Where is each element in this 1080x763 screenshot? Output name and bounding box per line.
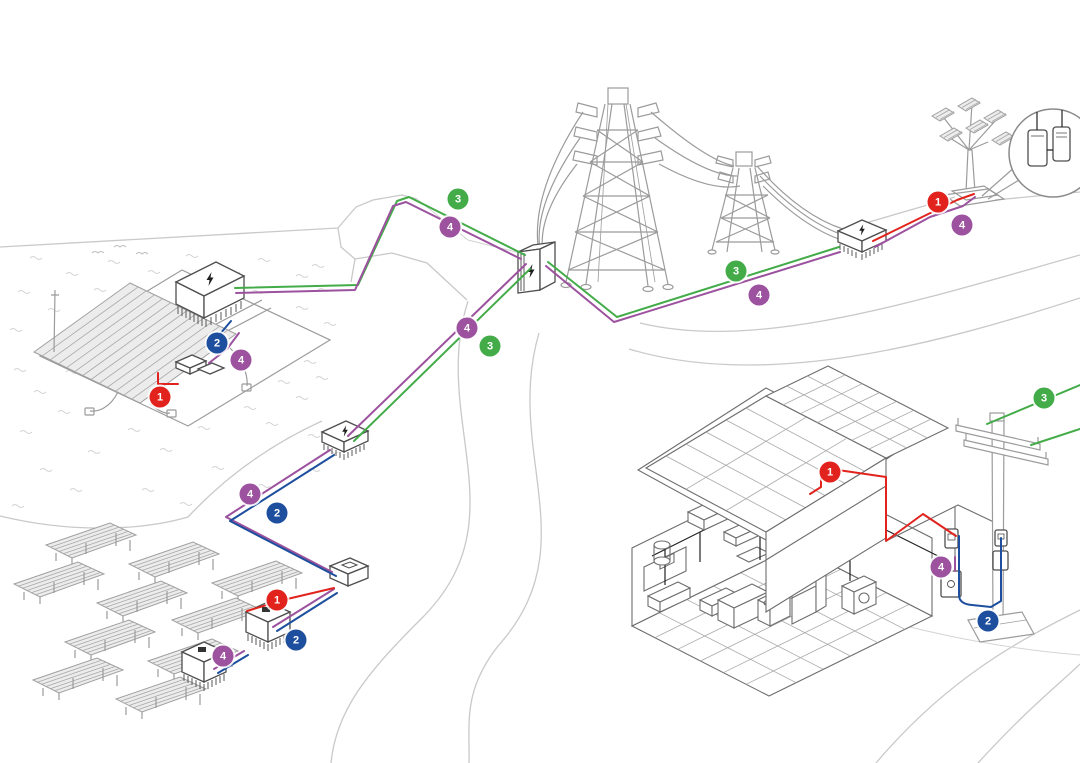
transmission-tower-large xyxy=(560,87,674,293)
water-squiggle xyxy=(147,270,161,274)
water-squiggle xyxy=(19,430,33,434)
water-squiggle xyxy=(277,380,291,384)
water-squiggle xyxy=(33,390,47,394)
badge-1-red: 1 xyxy=(927,191,949,213)
water-squiggle xyxy=(243,406,257,410)
water-squiggle xyxy=(13,368,27,372)
water-squiggle xyxy=(141,488,155,492)
badge-4-purple: 4 xyxy=(748,284,770,306)
badge-2-blue: 2 xyxy=(285,629,307,651)
water-squiggle xyxy=(323,322,337,326)
tree-panel xyxy=(983,109,1007,124)
lightning-bolt-icon xyxy=(342,425,348,437)
grid-inverter xyxy=(836,219,888,260)
transmission-tower-small xyxy=(707,151,780,255)
water-squiggle xyxy=(39,468,53,472)
badge-4-purple: 4 xyxy=(439,216,461,238)
farm-inverter-1 xyxy=(244,601,292,651)
water-squiggle xyxy=(295,396,309,400)
comm-cable-purple xyxy=(208,196,976,670)
badge-4-purple: 4 xyxy=(456,317,478,339)
water-squiggle xyxy=(69,488,83,492)
water-squiggle xyxy=(29,256,43,260)
badge-4-purple: 4 xyxy=(930,556,952,578)
solar-table xyxy=(32,657,124,701)
badge-4-purple: 4 xyxy=(239,483,261,505)
solar-table xyxy=(96,580,188,624)
solar-table xyxy=(211,560,303,604)
badge-1-red: 1 xyxy=(149,386,171,408)
water-squiggle xyxy=(315,376,329,380)
water-squiggle xyxy=(257,258,271,262)
water-squiggle xyxy=(265,422,279,426)
badge-4-purple: 4 xyxy=(951,214,973,236)
water-squiggle xyxy=(47,308,61,312)
water-squiggle xyxy=(257,484,271,488)
wall-meter-boxes xyxy=(940,528,962,598)
tree-panel xyxy=(931,107,955,122)
badge-3-green: 3 xyxy=(725,260,747,282)
water-squiggle xyxy=(17,290,31,294)
water-squiggle xyxy=(295,306,309,310)
tree-panels xyxy=(931,97,1015,146)
badge-1-red: 1 xyxy=(266,589,288,611)
water-squiggle xyxy=(211,466,225,470)
tree-panel xyxy=(965,119,989,134)
water-squiggle xyxy=(57,410,71,414)
water-squiggle xyxy=(11,504,25,508)
water-squiggle xyxy=(185,254,199,258)
water-squiggle xyxy=(197,426,211,430)
lightning-bolt-icon xyxy=(527,264,535,278)
solar-table xyxy=(128,541,220,585)
badge-3-green: 3 xyxy=(447,188,469,210)
lightning-bolt-icon xyxy=(206,272,214,286)
badge-2-blue: 2 xyxy=(977,610,999,632)
water-squiggle xyxy=(87,450,101,454)
badge-4-purple: 4 xyxy=(212,645,234,667)
monitoring-inset xyxy=(1008,108,1080,198)
badge-2-blue: 2 xyxy=(206,332,228,354)
water-squiggle xyxy=(127,428,141,432)
solar-table xyxy=(64,619,156,663)
badge-1-red: 1 xyxy=(819,461,841,483)
ac-cable-green xyxy=(234,196,1080,446)
water-squiggle xyxy=(65,272,79,276)
mid-inverter xyxy=(320,420,370,460)
water-squiggle xyxy=(159,448,173,452)
badge-2-blue: 2 xyxy=(266,502,288,524)
water-squiggle xyxy=(307,434,321,438)
badge-4-purple: 4 xyxy=(230,349,252,371)
power-lines xyxy=(536,111,849,253)
lightning-bolt-icon xyxy=(859,224,865,236)
floating-solar-plant xyxy=(33,261,332,427)
rooftop-solar-panels-front xyxy=(665,407,867,521)
water-squiggle xyxy=(9,328,23,332)
solar-table xyxy=(45,522,137,566)
combiner-box xyxy=(174,354,226,375)
water-squiggle xyxy=(179,502,193,506)
water-squiggle xyxy=(107,260,121,264)
tree-panel xyxy=(957,97,981,112)
water-squiggle xyxy=(303,360,317,364)
badge-3-green: 3 xyxy=(1033,387,1055,409)
badge-3-green: 3 xyxy=(479,335,501,357)
water-squiggle xyxy=(93,288,107,292)
solar-table xyxy=(13,561,105,605)
water-squiggle xyxy=(311,264,325,268)
birds xyxy=(91,245,149,255)
dc-cable-blue xyxy=(205,320,1002,674)
rooftop-solar-panels-back xyxy=(782,374,932,450)
tree-panel xyxy=(939,127,963,142)
water-squiggle xyxy=(295,274,309,278)
solar-tree xyxy=(931,97,1020,207)
junction-box xyxy=(328,557,370,588)
floating-inverter-station xyxy=(174,261,246,327)
utility-pole xyxy=(955,412,1049,643)
monitoring-devices xyxy=(1027,110,1071,167)
residential-house xyxy=(630,365,999,697)
